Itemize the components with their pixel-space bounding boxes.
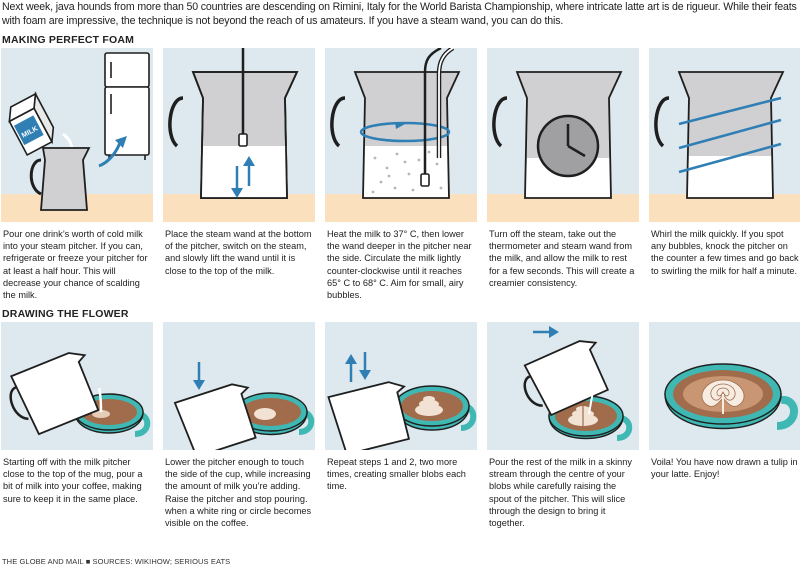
tulip-art-icon: [701, 379, 745, 414]
clock-icon: [536, 114, 600, 178]
right-arrow-icon: [533, 326, 559, 338]
refrigerator-icon: [104, 52, 150, 160]
foam-step-2-illustration: [163, 48, 315, 222]
foam-step-3-caption: Heat the milk to 37° C, then lower the w…: [327, 229, 472, 301]
coffee-cup-icon: [548, 395, 633, 441]
flower-step-1-caption: Starting off with the milk pitcher close…: [3, 457, 143, 504]
foam-step-5-caption: Whirl the milk quickly. If you spot any …: [651, 229, 799, 276]
up-down-arrow-icon: [345, 352, 371, 382]
foam-step-3: Heat the milk to 37° C, then lower the w…: [325, 48, 477, 301]
credits-footer: THE GLOBE AND MAIL ■ SOURCES: WIKIHOW; S…: [2, 557, 231, 566]
foam-step-2-caption: Place the steam wand at the bottom of th…: [165, 229, 312, 276]
section-title-drawing-flower: DRAWING THE FLOWER: [2, 308, 129, 320]
foam-step-4: Turn off the steam, take out the thermom…: [487, 48, 639, 289]
swirl-lines-icon: [678, 96, 782, 174]
foam-step-1: MILK Pour one drink’s worth of cold milk…: [1, 48, 153, 301]
flower-step-5: Voila! You have now drawn a tulip in you…: [649, 322, 800, 480]
milk-carton-icon: MILK: [8, 91, 55, 157]
foam-step-4-caption: Turn off the steam, take out the thermom…: [489, 229, 635, 288]
milk-bubbles: [371, 150, 443, 194]
flower-step-3: Repeat steps 1 and 2, two more times, cr…: [325, 322, 477, 493]
section-title-making-foam: MAKING PERFECT FOAM: [2, 34, 135, 46]
thermometer-icon: [436, 48, 455, 158]
milk-pitcher-icon: [523, 340, 610, 417]
flower-step-1: Starting off with the milk pitcher close…: [1, 322, 153, 505]
milk-pitcher-icon: [29, 147, 91, 211]
circulate-arrow-icon: [359, 121, 451, 143]
flower-step-2-illustration: [163, 322, 315, 450]
milk-pitcher-icon: [9, 352, 100, 436]
foam-step-4-illustration: [487, 48, 639, 222]
flower-step-4: Pour the rest of the milk in a skinny st…: [487, 322, 639, 529]
up-down-arrow-icon: [231, 156, 255, 198]
foam-step-5-illustration: [649, 48, 800, 222]
flower-step-5-caption: Voila! You have now drawn a tulip in you…: [651, 457, 798, 480]
milk-pitcher-icon: [327, 381, 411, 450]
steam-wand-icon: [238, 48, 248, 147]
foam-step-1-illustration: MILK: [1, 48, 153, 222]
foam-step-1-caption: Pour one drink’s worth of cold milk into…: [3, 229, 148, 301]
coffee-cup-icon: [234, 392, 315, 436]
milk-pitcher-icon: [173, 383, 257, 450]
flower-step-2: Lower the pitcher enough to touch the si…: [163, 322, 315, 529]
flower-step-5-illustration: [649, 322, 800, 450]
steam-wand-icon: [420, 48, 442, 187]
foam-step-5: Whirl the milk quickly. If you spot any …: [649, 48, 800, 277]
foam-step-3-illustration: [325, 48, 477, 222]
foam-step-2: Place the steam wand at the bottom of th…: [163, 48, 315, 277]
down-arrow-icon: [193, 362, 205, 390]
flower-step-3-illustration: [325, 322, 477, 450]
intro-paragraph: Next week, java hounds from more than 50…: [2, 1, 797, 27]
flower-step-3-caption: Repeat steps 1 and 2, two more times, cr…: [327, 457, 466, 492]
flower-step-4-caption: Pour the rest of the milk in a skinny st…: [489, 457, 632, 529]
flower-step-2-caption: Lower the pitcher enough to touch the si…: [165, 457, 312, 529]
flower-step-1-illustration: [1, 322, 153, 450]
flower-step-4-illustration: [487, 322, 639, 450]
